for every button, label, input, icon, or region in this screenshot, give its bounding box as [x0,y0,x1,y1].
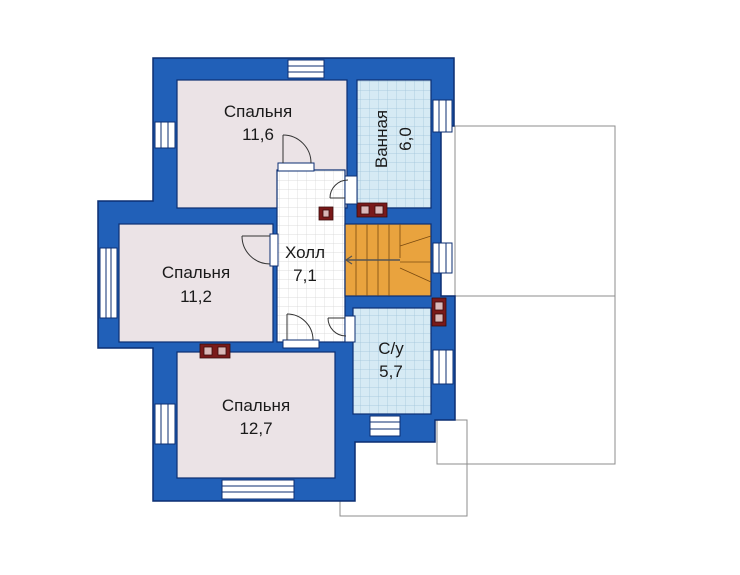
room-bathroom [356,79,432,209]
window-bedroom-2 [99,247,118,319]
toilet-area: 5,7 [379,362,403,381]
window-bottom-bedroom-3 [221,479,295,500]
bedroom-3-area: 12,7 [239,419,272,438]
doors [241,134,358,349]
bedroom-1-area: 11,6 [242,125,274,144]
windows [99,59,454,500]
window-bathroom [432,99,453,133]
door-bedroom-2 [241,233,279,267]
window-left-bedroom-3 [154,403,176,445]
chimney-bedroom-3 [199,343,231,359]
room-labels: Спальня 11,6 Ванная 6,0 Холл 7,1 Спальня… [162,102,415,438]
toilet-name: С/у [378,339,404,358]
hall-area: 7,1 [293,266,317,285]
chimney-toilet [431,297,447,327]
window-toilet-side [432,349,454,385]
window-toilet-bottom [369,415,401,437]
window-stairs [432,242,453,274]
room-toilet [352,307,432,415]
hall-name: Холл [285,243,325,262]
bedroom-3-name: Спальня [222,396,290,415]
bathroom-area: 6,0 [396,127,415,151]
chimneys [199,202,447,359]
bathroom-name: Ванная [372,110,391,168]
door-bedroom-1 [277,134,315,172]
chimney-double-top [356,202,388,218]
door-bathroom [329,175,358,205]
room-bedroom-2 [118,223,274,343]
terrace-outline-lower [436,295,616,465]
window-left-bedroom-1 [154,121,176,149]
stair-treads [344,224,432,296]
bedroom-1-name: Спальня [224,102,292,121]
room-bedroom-3 [176,351,336,479]
door-toilet [327,315,356,343]
terrace-outline-upper [454,125,616,297]
door-bedroom-3 [282,313,320,349]
bedroom-2-name: Спальня [162,263,230,282]
chimney-hall [318,206,334,221]
bedroom-2-area: 11,2 [180,287,212,306]
window-top-bedroom-1 [287,59,325,79]
